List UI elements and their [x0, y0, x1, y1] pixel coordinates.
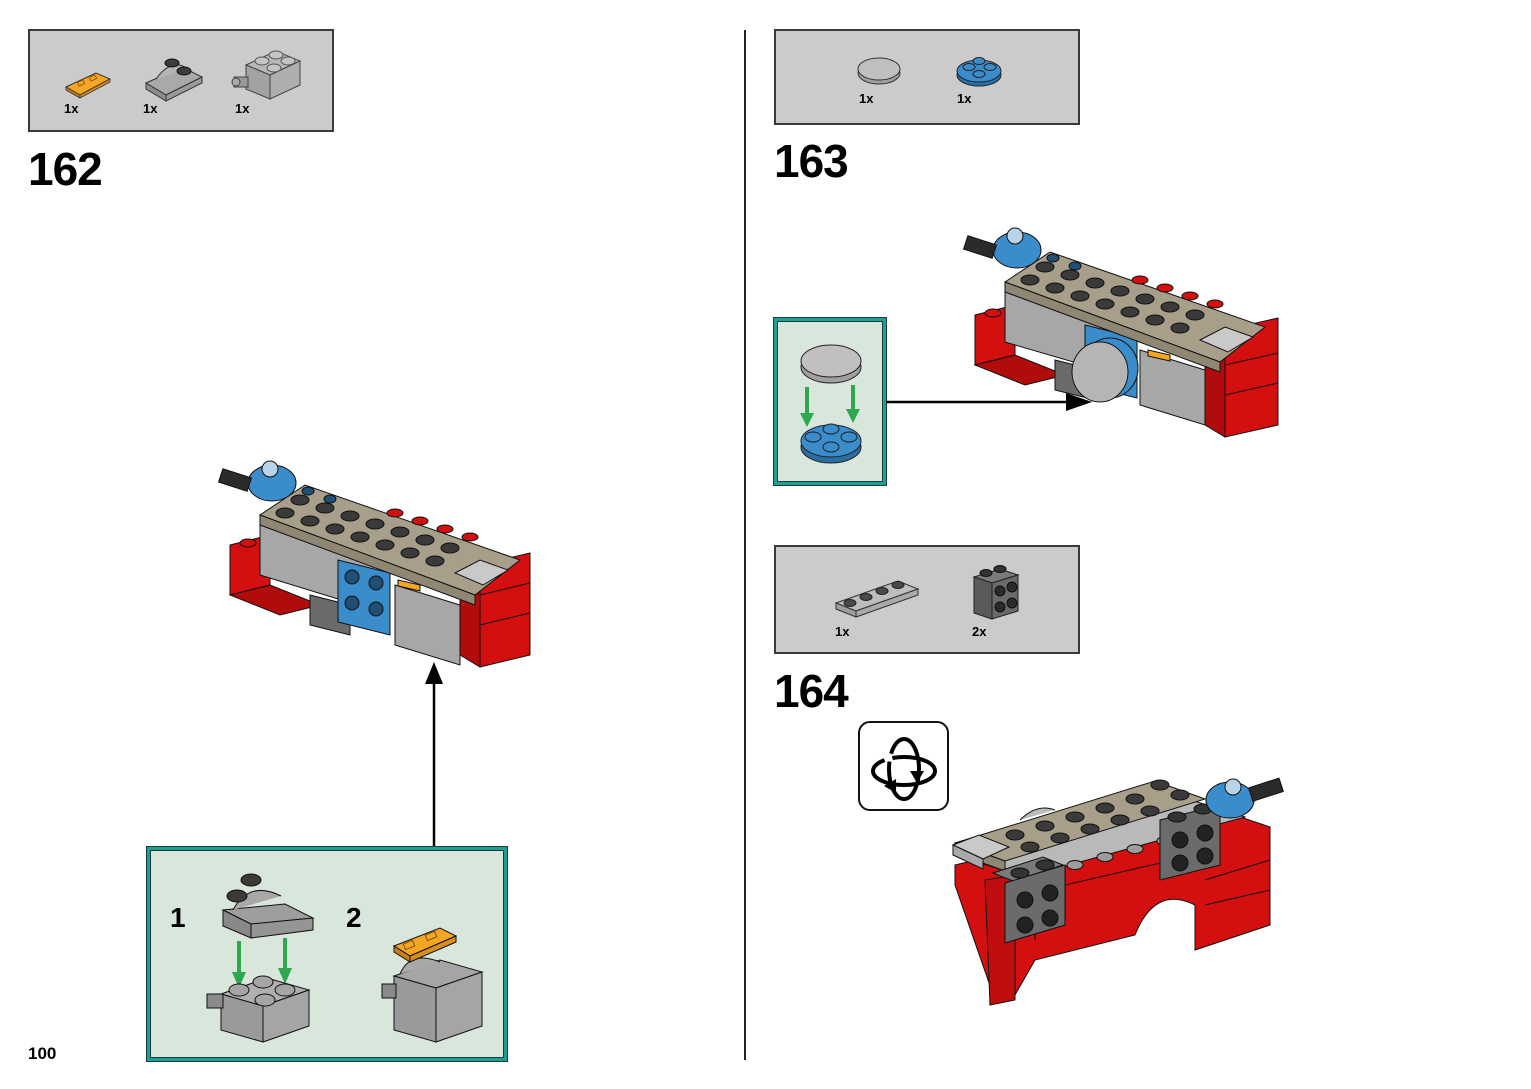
rotate-model-icon — [858, 721, 949, 811]
part-qty: 1x — [143, 101, 158, 116]
part-qty: 1x — [64, 101, 79, 116]
part-qty: 1x — [859, 91, 874, 106]
model-step-164 — [951, 777, 1284, 1006]
part-qty: 1x — [957, 91, 972, 106]
part-qty: 2x — [972, 624, 987, 639]
part-dark-gray-bracket — [972, 565, 1020, 620]
model-step-162 — [217, 460, 531, 668]
page-divider — [744, 30, 746, 1060]
part-qty: 1x — [235, 101, 250, 116]
sub-assembly-callout-163 — [774, 318, 886, 485]
page-number: 100 — [28, 1044, 57, 1063]
part-blue-round-plate — [956, 57, 1002, 87]
substep-1-illustration — [206, 873, 315, 1043]
part-gray-curved-slope — [144, 58, 204, 102]
step-number: 162 — [28, 143, 103, 195]
sub-assembly-callout-162: 1 2 — [147, 847, 507, 1061]
arrow-right-icon — [886, 393, 1092, 411]
part-gray-plate-1x4 — [834, 580, 920, 618]
parts-list-step-163: 1x 1x — [774, 29, 1080, 125]
parts-list-step-162: 1x 1x 1x — [28, 29, 334, 132]
part-yellow-tile — [64, 72, 112, 99]
part-gray-round-tile — [857, 57, 901, 85]
step-number: 164 — [774, 665, 849, 717]
arrow-up-icon — [425, 662, 443, 850]
model-step-163 — [962, 227, 1279, 438]
substep-illustration — [800, 344, 862, 464]
part-qty: 1x — [835, 624, 850, 639]
substep-2-illustration — [381, 927, 484, 1043]
substep-number: 1 — [170, 902, 186, 933]
substep-number: 2 — [346, 902, 362, 933]
part-gray-brick-ball-joint — [231, 50, 302, 100]
parts-list-step-164: 1x 2x — [774, 545, 1080, 654]
step-number: 163 — [774, 135, 849, 187]
